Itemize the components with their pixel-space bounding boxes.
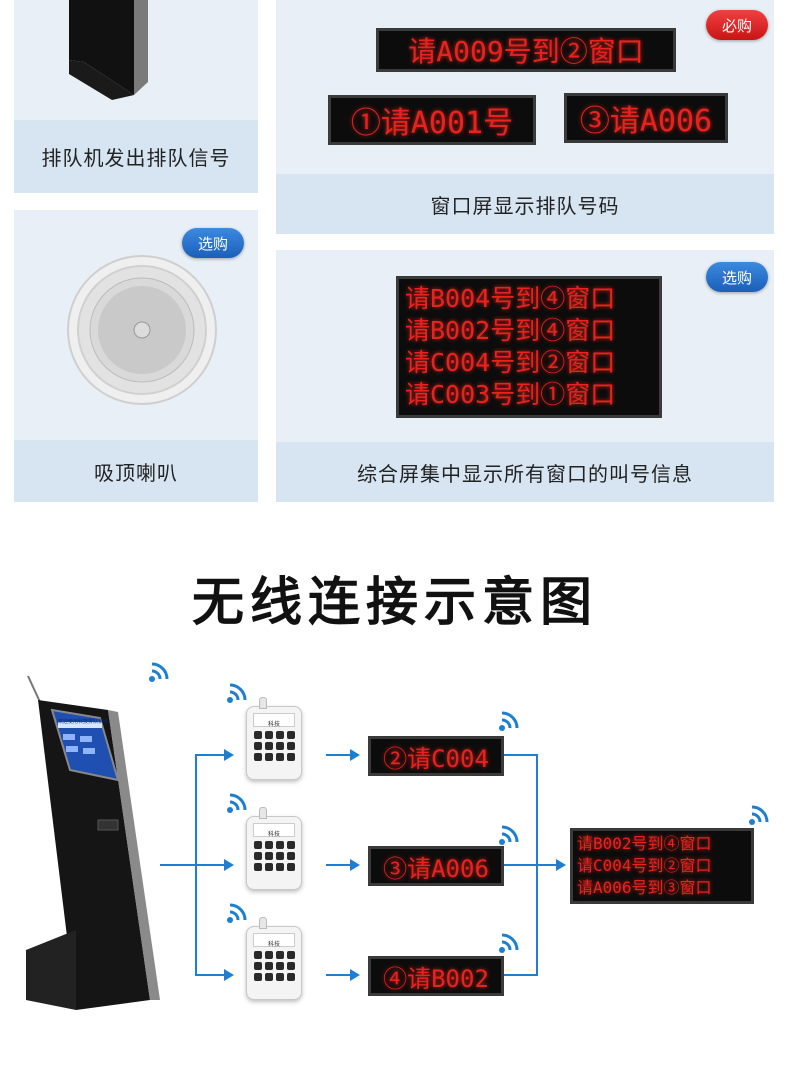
wifi-icon bbox=[499, 711, 519, 731]
pager-1: 科技 bbox=[246, 697, 302, 780]
connector-line bbox=[326, 974, 352, 976]
led-combined-line-2: 请B002号到④窗口 bbox=[405, 316, 616, 345]
pager-3: 科技 bbox=[246, 917, 302, 1000]
led-combined-line-1: 请B004号到④窗口 bbox=[405, 284, 616, 313]
wifi-icon bbox=[227, 793, 247, 813]
pager-brand: 科技 bbox=[267, 721, 280, 728]
led-window-1: ①请A001号 bbox=[328, 95, 536, 145]
optional-badge-speaker: 选购 bbox=[182, 228, 244, 258]
pager-screen bbox=[253, 823, 295, 837]
diagram-combined-line-2: 请C004号到②窗口 bbox=[577, 856, 712, 875]
speaker-image bbox=[67, 255, 217, 405]
speaker-panel: 选购 吸顶喇叭 bbox=[14, 210, 258, 502]
connector-line bbox=[326, 864, 352, 866]
pager-keypad bbox=[254, 731, 295, 761]
pager-antenna bbox=[259, 697, 267, 709]
connector-line bbox=[504, 754, 538, 756]
pager-brand: 科技 bbox=[267, 831, 280, 838]
required-badge: 必购 bbox=[706, 10, 768, 40]
connector-line bbox=[326, 754, 352, 756]
pager-keypad bbox=[254, 951, 295, 981]
diagram-window-screen-2: ③请A006 bbox=[368, 846, 504, 886]
arrow-head bbox=[350, 969, 360, 981]
connector-line bbox=[195, 974, 225, 976]
combined-screen-panel: 选购 请B004号到④窗口 请B002号到④窗口 请C004号到②窗口 请C00… bbox=[276, 250, 774, 502]
diagram-combined-line-1: 请B002号到④窗口 bbox=[577, 834, 712, 853]
pager-brand: 科技 bbox=[267, 941, 280, 948]
connector-line bbox=[504, 864, 556, 866]
led-combined-top: 请B004号到④窗口 请B002号到④窗口 请C004号到②窗口 请C003号到… bbox=[396, 276, 662, 418]
wifi-icon bbox=[227, 683, 247, 703]
wifi-icon bbox=[227, 903, 247, 923]
connector-line bbox=[160, 864, 196, 866]
led-combined-line-4: 请C003号到①窗口 bbox=[405, 380, 616, 409]
pager-keypad bbox=[254, 841, 295, 871]
window-screen-caption: 窗口屏显示排队号码 bbox=[276, 174, 774, 234]
optional-badge-combined: 选购 bbox=[706, 262, 768, 292]
arrow-head bbox=[350, 859, 360, 871]
diagram-title: 无线连接示意图 bbox=[191, 573, 598, 633]
kiosk-screen-header: 欢迎使用科技排队系统 bbox=[58, 719, 109, 725]
pager-antenna bbox=[259, 917, 267, 929]
kiosk-caption: 排队机发出排队信号 bbox=[14, 120, 258, 193]
wifi-icon bbox=[149, 662, 169, 682]
connector-line bbox=[195, 864, 225, 866]
kiosk-image bbox=[69, 0, 148, 100]
wifi-icon bbox=[499, 933, 519, 953]
kiosk-image bbox=[26, 675, 160, 1010]
pager-2: 科技 bbox=[246, 807, 302, 890]
window-screen-panel: 必购 请A009号到②窗口 ①请A001号 ③请A006 窗口屏显示排队号码 bbox=[276, 0, 774, 234]
pager-screen bbox=[253, 933, 295, 947]
diagram-combined-line-3: 请A006号到③窗口 bbox=[577, 878, 712, 897]
wifi-icon bbox=[499, 825, 519, 845]
connector-line bbox=[195, 754, 225, 756]
arrow-head bbox=[556, 859, 566, 871]
arrow-head bbox=[224, 969, 234, 981]
diagram-window-screen-1: ②请C004 bbox=[368, 736, 504, 776]
arrow-head bbox=[224, 859, 234, 871]
pager-screen bbox=[253, 713, 295, 727]
kiosk-panel: 排队机发出排队信号 bbox=[14, 0, 258, 193]
connector-line bbox=[504, 974, 538, 976]
wifi-icon bbox=[749, 805, 769, 825]
led-window-3: ③请A006 bbox=[564, 93, 728, 143]
arrow-head bbox=[350, 749, 360, 761]
led-combined-line-3: 请C004号到②窗口 bbox=[405, 348, 616, 377]
diagram-combined-screen: 请B002号到④窗口 请C004号到②窗口 请A006号到③窗口 bbox=[570, 828, 754, 904]
pager-antenna bbox=[259, 807, 267, 819]
led-window-2: 请A009号到②窗口 bbox=[376, 28, 676, 72]
combined-screen-caption: 综合屏集中显示所有窗口的叫号信息 bbox=[276, 442, 774, 502]
diagram-window-screen-3: ④请B002 bbox=[368, 956, 504, 996]
arrow-head bbox=[224, 749, 234, 761]
speaker-caption: 吸顶喇叭 bbox=[14, 440, 258, 502]
